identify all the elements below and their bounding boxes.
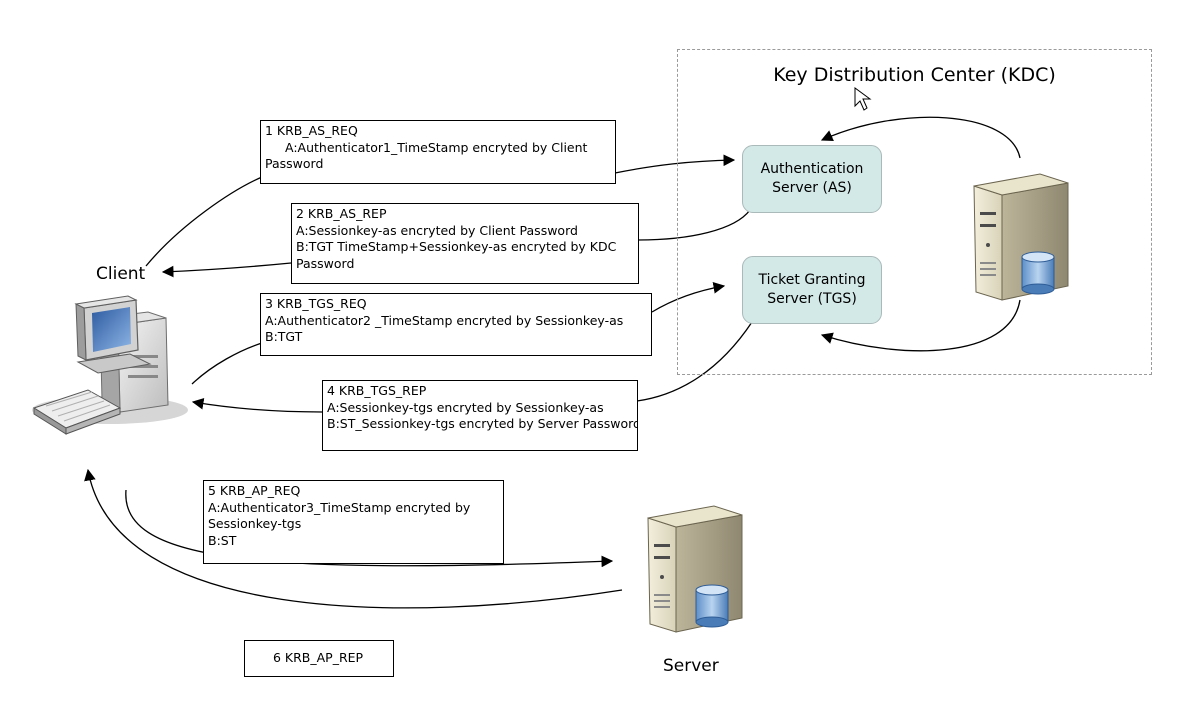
arrow-tgs-req-head bbox=[651, 282, 726, 313]
msg2-title: 2 KRB_AS_REP bbox=[296, 206, 387, 221]
msg4-title: 4 KRB_TGS_REP bbox=[327, 383, 427, 398]
arrow-as-rep bbox=[637, 209, 751, 241]
arrow-tgs-rep bbox=[636, 321, 753, 402]
msg3-title: 3 KRB_TGS_REQ bbox=[265, 296, 367, 311]
msg4-line-a: A:Sessionkey-tgs encryted by Sessionkey-… bbox=[327, 399, 604, 415]
arrow-kdc-to-as bbox=[820, 116, 1021, 159]
msg6-title: 6 KRB_AP_REP bbox=[273, 650, 364, 665]
arrow-as-req bbox=[145, 176, 263, 267]
msg5-line-b: B:ST bbox=[208, 532, 237, 548]
mouse-cursor-icon bbox=[854, 87, 872, 111]
msg1-title: 1 KRB_AS_REQ bbox=[265, 123, 358, 138]
msg3-line-b: B:TGT bbox=[265, 329, 303, 344]
msg2-line-b2: Password bbox=[296, 255, 355, 271]
msg5-line-a2: Sessionkey-tgs bbox=[208, 516, 302, 531]
kdc-boundary bbox=[677, 49, 1152, 375]
msg-krb-tgs-req: 3 KRB_TGS_REQ A:Authenticator2 _TimeStam… bbox=[260, 293, 652, 356]
arrow-as-req-head bbox=[614, 154, 736, 174]
tgs-label-line1: Ticket Granting bbox=[758, 272, 866, 288]
msg1-line-a: A:Authenticator1_TimeStamp encryted by C… bbox=[285, 139, 588, 155]
msg-krb-ap-rep: 6 KRB_AP_REP bbox=[244, 640, 394, 677]
as-label-line2: Server (AS) bbox=[772, 180, 852, 196]
msg5-line-a: A:Authenticator3_TimeStamp encryted by bbox=[208, 499, 471, 515]
arrow-ap-rep bbox=[84, 468, 623, 609]
msg5-title: 5 KRB_AP_REQ bbox=[208, 483, 301, 498]
arrow-kdc-to-tgs bbox=[820, 299, 1021, 352]
msg-krb-as-req: 1 KRB_AS_REQ A:Authenticator1_TimeStamp … bbox=[260, 120, 616, 184]
authentication-server-node: Authentication Server (AS) bbox=[742, 145, 882, 213]
msg2-line-b: B:TGT TimeStamp+Sessionkey-as encryted b… bbox=[296, 239, 617, 254]
server-label: Server bbox=[663, 656, 719, 676]
msg-krb-as-rep: 2 KRB_AS_REP A:Sessionkey-as encryted by… bbox=[291, 203, 639, 284]
ticket-granting-server-node: Ticket Granting Server (TGS) bbox=[742, 256, 882, 324]
client-computer-icon bbox=[32, 295, 188, 435]
app-server-icon bbox=[647, 505, 743, 633]
tgs-label-line2: Server (TGS) bbox=[767, 291, 857, 307]
kdc-server-icon bbox=[973, 173, 1069, 301]
kdc-title: Key Distribution Center (KDC) bbox=[773, 64, 1056, 86]
as-label-line1: Authentication bbox=[760, 161, 864, 177]
msg1-line-a2: Password bbox=[265, 156, 324, 171]
msg4-line-b: B:ST_Sessionkey-tgs encryted by Server P… bbox=[327, 416, 638, 431]
msg2-line-a: A:Sessionkey-as encryted by Client Passw… bbox=[296, 222, 578, 238]
msg3-line-a: A:Authenticator2 _TimeStamp encryted by … bbox=[265, 312, 624, 328]
msg-krb-ap-req: 5 KRB_AP_REQ A:Authenticator3_TimeStamp … bbox=[203, 480, 504, 564]
arrow-tgs-req bbox=[191, 342, 263, 385]
client-label: Client bbox=[96, 264, 146, 284]
arrow-as-rep-head bbox=[161, 262, 292, 278]
msg-krb-tgs-rep: 4 KRB_TGS_REP A:Sessionkey-tgs encryted … bbox=[322, 380, 638, 451]
arrow-tgs-rep-head bbox=[191, 397, 323, 413]
